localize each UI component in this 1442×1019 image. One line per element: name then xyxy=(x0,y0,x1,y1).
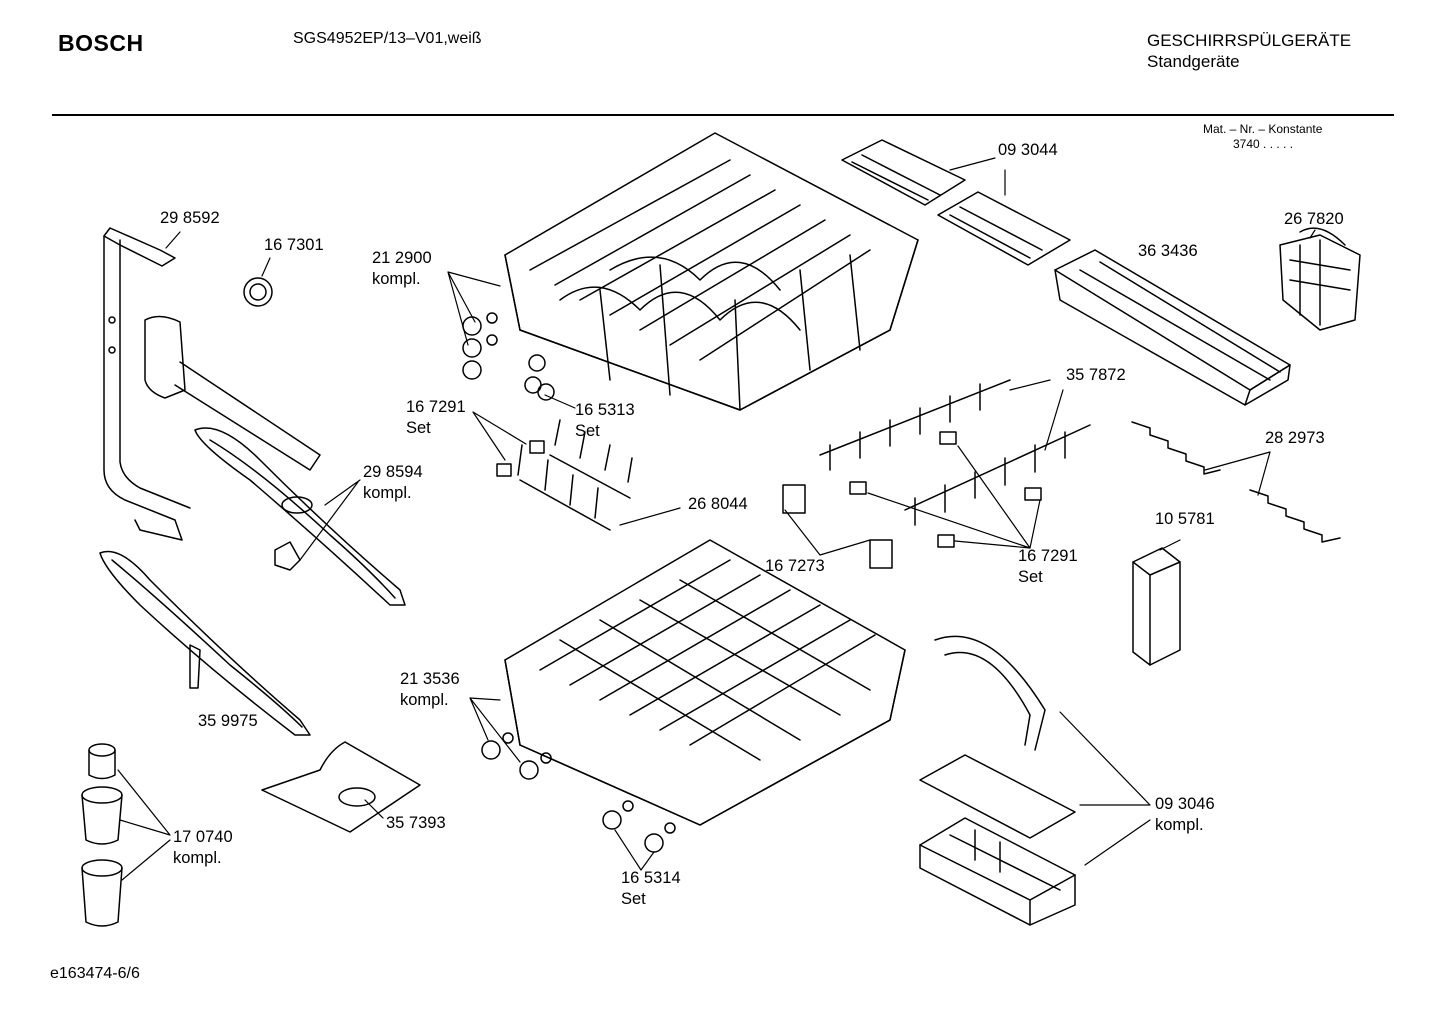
upper-basket-drawing xyxy=(504,132,919,411)
knife-racks xyxy=(1131,421,1341,543)
label-170740-sub: kompl. xyxy=(173,849,222,867)
cutlery-box xyxy=(1132,547,1181,666)
upper-basket-rollers xyxy=(462,312,555,401)
category-title: GESCHIRRSPÜLGERÄTE xyxy=(1147,31,1352,50)
label-357393: 35 7393 xyxy=(386,814,446,832)
spray-pipe-drawing xyxy=(99,227,406,736)
label-268044: 26 8044 xyxy=(688,495,748,513)
material-note: Mat. – Nr. – Konstante 3740 . . . . . xyxy=(1203,122,1322,152)
document-id: e163474-6/6 xyxy=(50,965,140,982)
label-165314-number: 16 5314 xyxy=(621,869,681,887)
label-167291-mid-sub: Set xyxy=(1018,568,1043,586)
label-165313: 16 5313 Set xyxy=(575,400,635,442)
label-298594: 29 8594 kompl. xyxy=(363,462,423,504)
cutlery-tray xyxy=(1054,249,1291,406)
label-363436: 36 3436 xyxy=(1138,242,1198,260)
material-note-line2: 3740 . . . . . xyxy=(1233,137,1294,151)
label-165313-sub: Set xyxy=(575,422,600,440)
filter-set xyxy=(81,743,123,927)
label-212900: 21 2900 kompl. xyxy=(372,248,432,290)
label-167291-mid-number: 16 7291 xyxy=(1018,547,1078,565)
label-093044: 09 3044 xyxy=(998,141,1058,159)
small-cutlery-basket xyxy=(1279,227,1361,331)
category-block: GESCHIRRSPÜLGERÄTE Standgeräte xyxy=(1147,30,1351,72)
label-165313-number: 16 5313 xyxy=(575,401,635,419)
middle-tine-racks xyxy=(496,419,633,531)
label-298594-sub: kompl. xyxy=(363,484,412,502)
label-267820: 26 7820 xyxy=(1284,210,1344,228)
label-093046-sub: kompl. xyxy=(1155,816,1204,834)
lower-basket-drawing xyxy=(504,539,906,826)
leader-lines xyxy=(117,157,1316,881)
label-298592: 29 8592 xyxy=(160,209,220,227)
label-170740: 17 0740 kompl. xyxy=(173,827,233,869)
label-357872: 35 7872 xyxy=(1066,366,1126,384)
header-divider xyxy=(52,114,1394,116)
label-213536-sub: kompl. xyxy=(400,691,449,709)
label-212900-number: 21 2900 xyxy=(372,249,432,267)
sump-cover xyxy=(261,741,421,833)
label-167291-mid: 16 7291 Set xyxy=(1018,546,1078,588)
label-298594-number: 29 8594 xyxy=(363,463,423,481)
label-167291-top-number: 16 7291 xyxy=(406,398,466,416)
label-165314-sub: Set xyxy=(621,890,646,908)
model-number: SGS4952EP/13–V01,weiß xyxy=(293,30,482,47)
label-170740-number: 17 0740 xyxy=(173,828,233,846)
cup-racks xyxy=(782,379,1091,569)
label-167291-top: 16 7291 Set xyxy=(406,397,466,439)
label-359975: 35 9975 xyxy=(198,712,258,730)
brand-logo: BOSCH xyxy=(58,30,144,56)
sliding-shelves xyxy=(841,139,1071,266)
label-213536-number: 21 3536 xyxy=(400,670,460,688)
label-167291-top-sub: Set xyxy=(406,419,431,437)
category-subtitle: Standgeräte xyxy=(1147,52,1240,71)
label-282973: 28 2973 xyxy=(1265,429,1325,447)
label-167301: 16 7301 xyxy=(264,236,324,254)
label-212900-sub: kompl. xyxy=(372,270,421,288)
label-165314: 16 5314 Set xyxy=(621,868,681,910)
material-note-line1: Mat. – Nr. – Konstante xyxy=(1203,122,1323,136)
large-cutlery-basket xyxy=(919,635,1076,926)
label-167273: 16 7273 xyxy=(765,557,825,575)
label-093046: 09 3046 kompl. xyxy=(1155,794,1215,836)
label-105781: 10 5781 xyxy=(1155,510,1215,528)
label-213536: 21 3536 kompl. xyxy=(400,669,460,711)
label-093046-number: 09 3046 xyxy=(1155,795,1215,813)
